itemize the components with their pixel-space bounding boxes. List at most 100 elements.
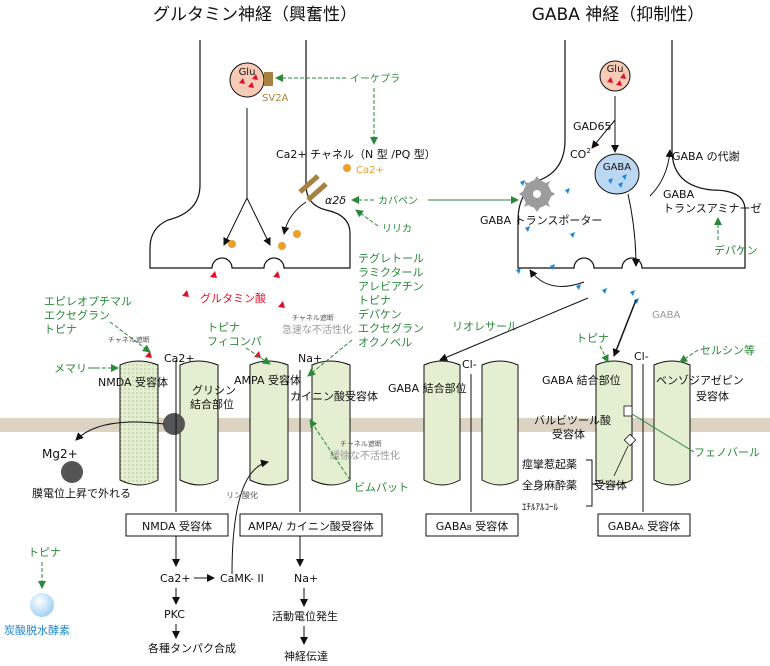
- sersin-arrow: [679, 349, 699, 363]
- glycine-site-line2: 結合部位: [190, 397, 234, 411]
- gaba-metabolism-arrow: [649, 149, 674, 197]
- vimpat-arrow: [309, 419, 351, 481]
- gaba-a-cl-label: Cl-: [634, 350, 649, 363]
- sv2a-protein: [264, 72, 273, 86]
- na-inactivation-label: 急速な不活性化: [282, 323, 352, 336]
- glu-molecule: [239, 74, 258, 88]
- gaba-b-receptor-box: [425, 513, 519, 537]
- ampa-kainate-box: [239, 513, 383, 537]
- lyrica-arrow: [355, 209, 379, 227]
- channel-block-small-label: チャネル遮断: [108, 335, 150, 344]
- ca-influx-arrow: [281, 201, 307, 235]
- drug-topina: トピナ: [44, 323, 77, 336]
- riolesal-label: リオレサール: [452, 320, 518, 333]
- anticonvulsant-link: [613, 445, 629, 477]
- gabapentin-label: カバペン: [378, 195, 418, 207]
- anticonvulsant-1: 痙攣惹起薬: [522, 457, 577, 471]
- phosphorylation-arrow: [231, 459, 269, 575]
- sv2a-label: SV2A: [262, 93, 289, 104]
- na-drug: テグレトール: [358, 251, 424, 265]
- vesicle-release-arrow: [627, 193, 640, 267]
- phenobal-arrow: [631, 413, 695, 453]
- na-drug: ラミクタール: [358, 266, 424, 279]
- release-arrow-right: [246, 197, 271, 246]
- gaba-b-receptor-box-label: GABAB 受容体: [436, 519, 508, 533]
- mg-block-ion: [163, 413, 185, 435]
- glu-vesicle-label: Glu: [239, 67, 256, 78]
- nmda-receptor-left-subunit: [119, 360, 159, 486]
- gaba-a-site-label: GABA 結合部位: [542, 373, 621, 387]
- slow-block-label: チャネル遮断: [340, 439, 382, 448]
- ca-channel-bar-1: [298, 174, 320, 194]
- gaba-transporter: [519, 176, 555, 212]
- gaba-a-receptor-right-subunit: [653, 360, 691, 486]
- gaba-a-topina-label: トピナ: [576, 332, 609, 345]
- nmda-ca-label: Ca2+: [164, 352, 195, 365]
- transporter-label: GABA トランスポーター: [480, 214, 602, 227]
- benzo-site-line2: 受容体: [696, 389, 729, 403]
- ampa-receptor-label: AMPA 受容体: [234, 373, 301, 387]
- gaba-molecule: [608, 174, 627, 188]
- gaba-a-receptor-box-label: GABAA 受容体: [608, 519, 680, 533]
- release-arrow-left: [223, 197, 248, 246]
- action-potential-label: 活動電位発生: [272, 609, 338, 623]
- camk-label: CaMK- II: [220, 572, 264, 585]
- anticonvulsant-2: 全身麻酔薬: [522, 478, 577, 492]
- gaba-b-receptor-right-subunit: [481, 360, 519, 486]
- barbiturate-line2: 受容体: [552, 427, 585, 441]
- co2-arrow: [591, 119, 616, 149]
- anticonvulsant-bracket: [586, 459, 598, 507]
- glutamate-presynaptic-terminal: [149, 40, 351, 269]
- gaba-a-receptor-box: [597, 513, 691, 537]
- levetiracetam-label: イーケプラ: [350, 73, 400, 85]
- nmda-receptor-label: NMDA 受容体: [98, 375, 168, 389]
- depakene-label: デパケン: [714, 243, 758, 257]
- drug-excegran: エクセグラン: [44, 308, 110, 322]
- lyrica-label: リリカ: [382, 223, 412, 235]
- mg-release-label: 膜電位上昇で外れる: [32, 486, 131, 500]
- topina-ampa-arrow: [245, 347, 271, 365]
- kainate-receptor-label: カイニン酸受容体: [290, 389, 378, 403]
- protein-synthesis-label: 各種タンパク合成: [148, 641, 236, 655]
- ca-ion: [293, 230, 301, 238]
- cascade-ca-label: Ca2+: [160, 572, 191, 585]
- nmda-receptor-box: [125, 513, 229, 537]
- drug-epileoptimal: エピレオプチマル: [44, 295, 132, 308]
- phosphorylation-label: リン酸化: [226, 490, 258, 500]
- mg-ion-label: Mg2+: [42, 447, 78, 461]
- na-drug: トピナ: [358, 294, 391, 307]
- na-drug: オクノベル: [358, 336, 412, 349]
- na-drug: アレビアチン: [358, 280, 424, 293]
- nerve-transmission-label: 神経伝達: [284, 649, 328, 663]
- mg-ion: [61, 461, 83, 483]
- ca-ion: [343, 164, 351, 172]
- ca-ion-label: Ca2+: [356, 165, 384, 176]
- barbiturate-site: [623, 405, 633, 417]
- sersin-label: セルシン等: [700, 343, 755, 357]
- na-drug: エクセグラン: [358, 321, 424, 335]
- riolesal-to-gaba-b-arrow: [439, 297, 589, 361]
- gaba-vesicle-label: GABA: [603, 162, 631, 173]
- gaba-a-topina-arrow: [599, 345, 609, 363]
- glutamate-acid-label: グルタミン酸: [200, 291, 266, 305]
- gaba-neuron-glu-vesicle: [599, 60, 631, 92]
- gaba-metabolism-label: GABA の代謝: [672, 149, 740, 163]
- ca-channel-label: Ca2+ チャネル（N 型 /PQ 型）: [276, 147, 436, 161]
- gaba-transaminase-line1: GABA: [663, 188, 695, 201]
- gaba-b-cl-label: Cl-: [462, 358, 477, 371]
- gaba-to-gaba-a-arrow: [612, 299, 637, 357]
- gaba-b-receptor-left-subunit: [423, 360, 461, 486]
- barbiturate-line1: バルビツール酸: [534, 413, 611, 427]
- carbonic-anhydrase-enzyme: [30, 593, 54, 617]
- ca-ion: [278, 242, 286, 250]
- anticonvulsant-receptor-label: 受容体: [594, 478, 627, 492]
- alpha2delta-label: α2δ: [325, 194, 346, 207]
- gaba-transaminase-line2: トランスアミナーゼ: [663, 202, 762, 215]
- gaba-b-site-label: GABA 結合部位: [388, 381, 467, 395]
- ampa-receptor-right-subunit: [311, 360, 351, 486]
- anticonvulsant-3: ｴﾁﾙｱﾙｺｰﾙ: [522, 502, 559, 513]
- left-drugs-arrow: [109, 321, 151, 353]
- mg-release-arrow: [75, 421, 165, 441]
- ampa-kainate-box-label: AMPA/ カイニン酸受容体: [248, 519, 374, 533]
